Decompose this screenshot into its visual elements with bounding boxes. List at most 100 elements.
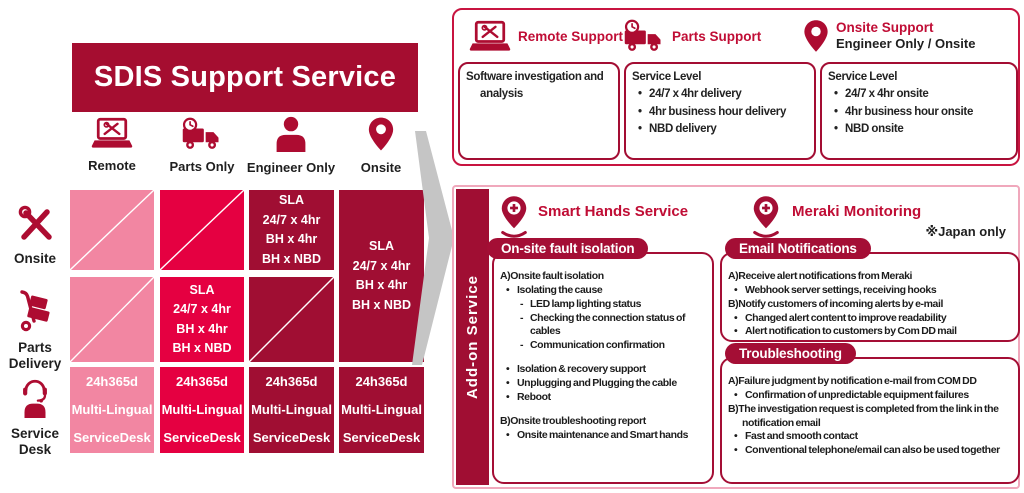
row-label: Service Desk <box>10 426 60 458</box>
bullet: • <box>734 388 738 401</box>
group-title-meraki-monitoring: Meraki Monitoring <box>792 203 922 220</box>
text-line: •Reboot <box>500 391 706 405</box>
box-header-onsite-fault-isolation: On-site fault isolation <box>487 238 649 259</box>
line-text: Isolation & recovery support <box>517 363 646 376</box>
onsite-fault-isolation-box: A)Onsite fault isolation•Isolating the c… <box>492 252 714 484</box>
diagonal-line <box>249 277 334 362</box>
onsite-support-detail-box: Service Level • 24/7 x 4hr onsite •4hr busi… <box>820 62 1018 160</box>
text-line: A)Failure judgment by notification e-mai… <box>728 375 1012 389</box>
text-line: •4hr business hour delivery <box>632 104 808 121</box>
text-line: •24/7 x 4hr delivery <box>632 86 808 103</box>
map-pin-icon <box>801 16 831 61</box>
bullet: • <box>834 122 838 135</box>
cell-partsdelivery-engineeronly-na <box>249 277 334 362</box>
line-text: Confirmation of unpredictable equipment … <box>745 388 969 401</box>
text-line: Software investigation and analysis <box>466 69 612 104</box>
text-line: • Onsite maintenance and Smart hands <box>500 429 706 443</box>
text-line: •Isolating the cause <box>500 284 706 298</box>
text-line: Service Level <box>828 69 1010 86</box>
text-line: ServiceDesk <box>342 430 421 445</box>
line-text: Service Level <box>828 71 898 83</box>
text-line: 24h365d <box>175 374 229 389</box>
text-line: • NBD onsite <box>828 121 1010 138</box>
bullet: • <box>834 88 838 101</box>
text-line: BH x NBD <box>172 341 232 355</box>
addon-side-band: Add-on Service <box>456 189 489 485</box>
page-title: SDIS Support Service <box>72 43 418 112</box>
text-line: ServiceDesk <box>252 430 331 445</box>
row-label: Onsite <box>13 251 56 266</box>
section-title-onsite-support: Onsite Support <box>836 20 934 35</box>
column-label: Onsite <box>360 160 402 175</box>
text-line: •4hr business hour onsite <box>828 104 1010 121</box>
bullet: - <box>520 297 524 310</box>
bullet: • <box>506 377 510 390</box>
column-header-onsite: Onsite <box>333 116 429 175</box>
map-pin-icon <box>365 116 397 157</box>
bullet: • <box>506 428 510 441</box>
text-line: •Conventional telephone/email can also b… <box>728 444 1012 458</box>
line-text: 24/7 x 4hr onsite <box>845 88 929 101</box>
bullet: • <box>734 283 738 296</box>
text-line: BH x 4hr <box>176 321 228 336</box>
japan-only-note: ※Japan only <box>925 224 1006 239</box>
text-line: 24h365d <box>355 374 408 389</box>
person-icon <box>273 116 309 157</box>
text-line: BH x NBD <box>261 251 322 266</box>
hand-truck-icon <box>15 290 55 337</box>
section-subtitle-onsite-support: Engineer Only / Onsite <box>836 36 976 51</box>
bullet: • <box>506 390 510 403</box>
diagonal-line <box>70 277 154 362</box>
diagonal-line <box>70 190 154 270</box>
text-line: • Isolation & recovery support <box>500 363 706 377</box>
text-line <box>500 405 706 415</box>
crossed-tools-icon <box>15 203 55 248</box>
line-text: Onsite maintenance and Smart hands <box>517 428 689 441</box>
addon-service-panel: Add-on Service Smart Hands Service Merak… <box>452 185 1020 489</box>
line-text: A)Failure judgment by notification e-mai… <box>728 375 977 387</box>
text-line: ServiceDesk <box>73 430 151 445</box>
truck-clock-icon <box>622 18 666 58</box>
text-line: • Webhook server settings, receiving hook… <box>728 284 1012 298</box>
truck-clock-icon <box>180 116 224 156</box>
line-text: Isolating the cause <box>517 283 603 296</box>
text-line: Multi-Lingual <box>251 402 332 417</box>
bullet: • <box>734 311 738 324</box>
text-line: 24/7 x 4hr <box>173 302 231 316</box>
text-line: A)Onsite fault isolation <box>500 270 706 284</box>
text-line <box>500 353 706 363</box>
section-title-parts-support: Parts Support <box>672 29 762 44</box>
text-line: •Alert notification to customers by Com … <box>728 325 1012 339</box>
line-text: B)The investigation request is completed… <box>728 402 999 429</box>
cell-partsdelivery-remote-na <box>70 277 154 362</box>
section-title-remote-support: Remote Support <box>518 29 624 44</box>
text-line: SLA <box>279 193 304 207</box>
line-text: Checking the connection status of cables <box>530 311 686 338</box>
line-text: Communication confirmation <box>530 339 665 352</box>
line-text: Conventional telephone/email can also be… <box>745 444 1000 457</box>
line-text: Webhook server settings, receiving hooks <box>745 283 937 296</box>
bullet: • <box>506 363 510 376</box>
addon-side-label: Add-on Service <box>464 274 481 400</box>
line-text: Changed alert content to improve readabi… <box>745 311 947 324</box>
text-line: Multi-Lingual <box>71 402 153 417</box>
pin-plus-icon <box>498 194 530 243</box>
line-text: Unplugging and Plugging the cable <box>517 377 677 390</box>
line-text: 24/7 x 4hr delivery <box>649 88 742 101</box>
text-line: •Fast and smooth contact <box>728 430 1012 444</box>
headset-person-icon <box>15 376 55 423</box>
text-line: BH x NBD <box>351 297 412 312</box>
line-text: NBD delivery <box>649 122 717 135</box>
text-line: 24/7 x 4hr <box>352 258 411 273</box>
cell-onsite-partsonly-na <box>160 190 244 270</box>
support-levels-panel: Remote Support Parts Support Onsite Supp… <box>452 8 1020 166</box>
text-line: • Confirmation of unpredictable equipment… <box>728 389 1012 403</box>
line-text: NBD onsite <box>845 122 904 135</box>
text-line: B)Notify customers of incoming alerts by… <box>728 298 1012 312</box>
